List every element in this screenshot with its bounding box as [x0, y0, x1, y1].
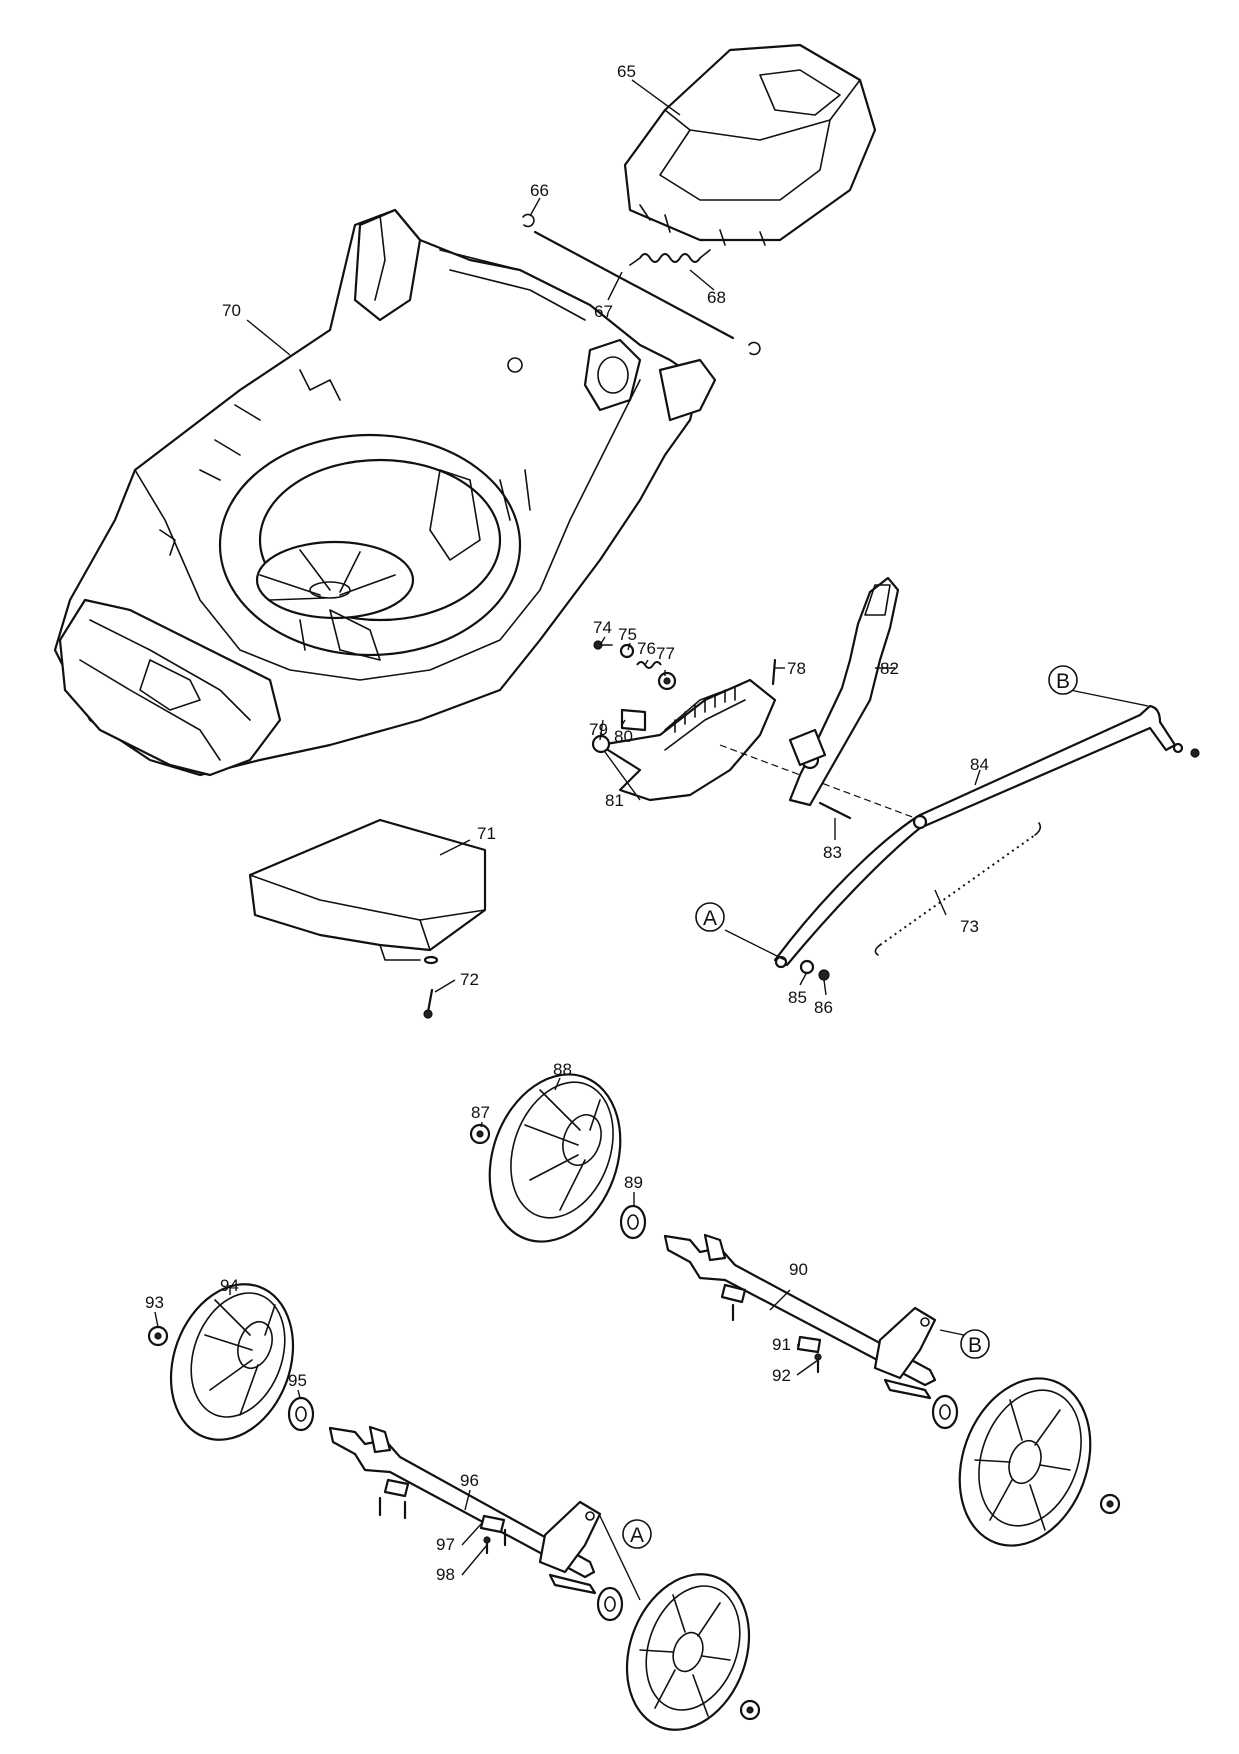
front-wheel-right: [596, 1573, 761, 1731]
callout-79: 79: [589, 720, 608, 739]
marker-b-bottom: B: [968, 1334, 982, 1357]
rear-wheel-right: [931, 1377, 1121, 1547]
callout-94: 94: [220, 1276, 239, 1295]
height-adjust-lever: [788, 576, 900, 820]
callout-70: 70: [222, 301, 241, 320]
hinge-rod-assembly: [522, 213, 761, 356]
tension-spring: [874, 822, 1042, 956]
marker-a-bottom: A: [630, 1524, 644, 1547]
callout-96: 96: [460, 1471, 479, 1490]
callout-92: 92: [772, 1366, 791, 1385]
callout-labels: 65 66 67 68 70 71 72 73 74 75 76 77 78 7…: [145, 62, 989, 1584]
callout-95: 95: [288, 1371, 307, 1390]
screw-72: [423, 988, 434, 1019]
callout-88: 88: [553, 1060, 572, 1079]
marker-a-circle-top: [695, 902, 725, 932]
callout-65: 65: [617, 62, 636, 81]
front-wheel-assembly: [147, 1283, 602, 1595]
callout-98: 98: [436, 1565, 455, 1584]
callout-80: 80: [614, 727, 633, 746]
marker-b-circle-top: [1048, 665, 1078, 695]
callout-81: 81: [605, 791, 624, 810]
marker-b-circle-bottom: [960, 1329, 990, 1359]
mower-deck: [53, 208, 717, 777]
callout-77: 77: [656, 644, 675, 663]
callout-78: 78: [787, 659, 806, 678]
grass-bag-lid: [623, 43, 877, 246]
callout-97: 97: [436, 1535, 455, 1554]
reference-markers: B A B A: [622, 665, 1078, 1549]
callout-72: 72: [460, 970, 479, 989]
callout-67: 67: [594, 302, 613, 321]
callout-68: 68: [707, 288, 726, 307]
callout-71: 71: [477, 824, 496, 843]
callout-83: 83: [823, 843, 842, 862]
callout-93: 93: [145, 1293, 164, 1312]
callout-89: 89: [624, 1173, 643, 1192]
height-adjuster-assembly: [591, 640, 916, 819]
side-discharge-chute: [248, 818, 487, 965]
callout-85: 85: [788, 988, 807, 1007]
callout-86: 86: [814, 998, 833, 1017]
marker-a-circle-bottom: [622, 1519, 652, 1549]
callout-82: 82: [880, 659, 899, 678]
callout-84: 84: [970, 755, 989, 774]
link-rod: [773, 704, 1200, 969]
marker-b-top: B: [1056, 670, 1070, 693]
washer-nut-85-86: [799, 959, 830, 981]
callout-91: 91: [772, 1335, 791, 1354]
callout-90: 90: [789, 1260, 808, 1279]
callout-76: 76: [637, 639, 656, 658]
callout-66: 66: [530, 181, 549, 200]
marker-a-top: A: [703, 907, 717, 930]
rear-wheel-assembly: [469, 1073, 937, 1400]
callout-74: 74: [593, 618, 612, 637]
leader-lines: [154, 79, 1149, 1601]
callout-73: 73: [960, 917, 979, 936]
callout-75: 75: [618, 625, 637, 644]
callout-87: 87: [471, 1103, 490, 1122]
